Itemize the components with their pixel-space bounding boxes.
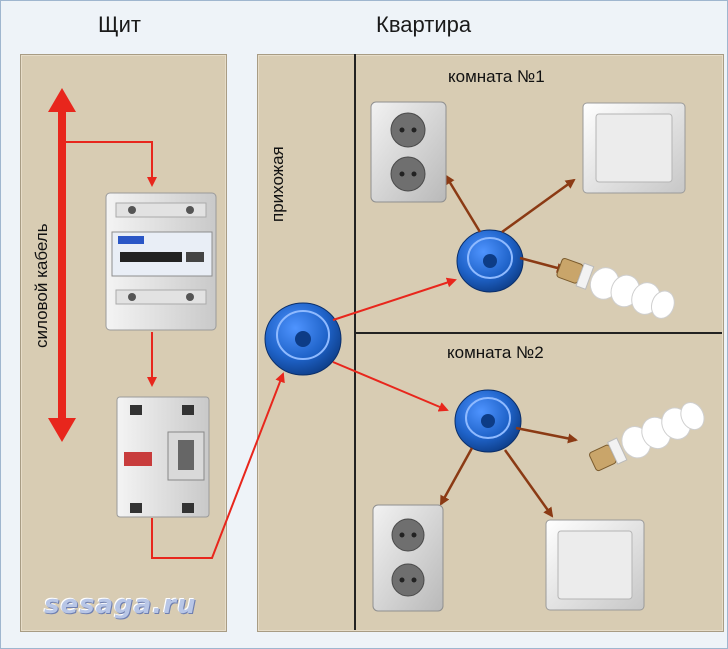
room2-label: комната №2 <box>447 343 544 362</box>
hallway-wiring <box>332 277 457 412</box>
room1-branch-wiring <box>444 174 576 273</box>
room1-switch <box>582 102 686 194</box>
panel-wiring <box>62 141 285 559</box>
room2-junction-box <box>454 389 522 453</box>
watermark-logo: sesaga.ru <box>44 590 197 620</box>
room2-cfl-lamp <box>589 401 705 472</box>
panel-heading: Щит <box>98 12 141 37</box>
power-cable-label: силовой кабель <box>32 223 51 348</box>
electric-meter <box>105 192 217 331</box>
room2-socket <box>372 504 444 612</box>
electrical-panel-area <box>20 54 227 632</box>
room1-label: комната №1 <box>448 67 545 86</box>
room1-socket <box>370 101 447 203</box>
room1-junction-box <box>456 229 524 293</box>
hallway-junction-box <box>264 302 342 376</box>
apartment-heading: Квартира <box>376 12 472 37</box>
rcd-breaker <box>116 396 210 518</box>
room2-switch <box>545 519 645 611</box>
room1-cfl-lamp <box>556 257 675 319</box>
room2-branch-wiring <box>439 426 578 518</box>
power-cable-arrow <box>48 88 76 442</box>
hallway-label: прихожая <box>268 146 287 222</box>
